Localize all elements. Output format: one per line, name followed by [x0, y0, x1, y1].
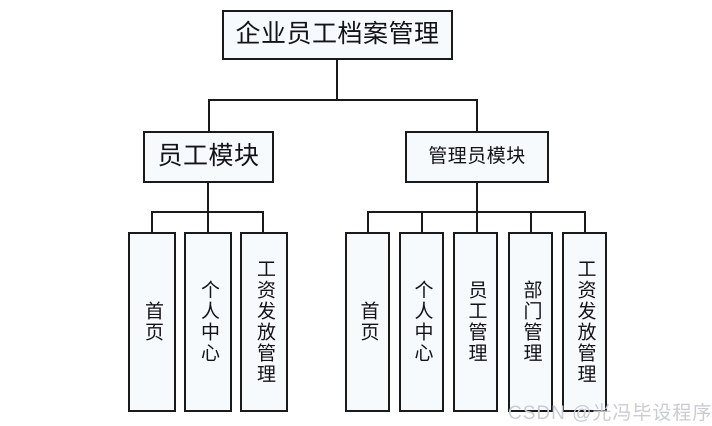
connector-drop-employee-2: [207, 211, 209, 232]
node-employee-home[interactable]: 首页: [128, 232, 176, 412]
connector-main-bus: [208, 99, 478, 101]
connector-root-trunk: [336, 60, 338, 101]
connector-drop-employee-1: [151, 211, 153, 232]
connector-admin-trunk: [476, 183, 478, 213]
node-employee-module-label: 员工模块: [157, 143, 260, 170]
node-admin-department-management-label: 部门管理: [520, 280, 542, 364]
connector-drop-employee-module: [208, 99, 210, 131]
node-admin-salary-management-label: 工资发放管理: [574, 259, 596, 385]
connector-drop-admin-5: [584, 211, 586, 232]
node-employee-personal-center[interactable]: 个人中心: [184, 232, 232, 412]
connector-drop-admin-4: [530, 211, 532, 232]
node-root-label: 企业员工档案管理: [235, 21, 440, 48]
connector-drop-employee-3: [262, 211, 264, 232]
node-admin-department-management[interactable]: 部门管理: [508, 232, 553, 412]
node-employee-salary-management-label: 工资发放管理: [253, 259, 275, 385]
connector-drop-admin-2: [421, 211, 423, 232]
node-admin-module[interactable]: 管理员模块: [405, 131, 549, 183]
node-admin-home[interactable]: 首页: [345, 232, 390, 412]
node-admin-employee-management[interactable]: 员工管理: [453, 232, 498, 412]
node-employee-personal-center-label: 个人中心: [197, 280, 219, 364]
node-admin-employee-management-label: 员工管理: [465, 280, 487, 364]
connector-drop-admin-module: [476, 99, 478, 131]
connector-drop-admin-1: [367, 211, 369, 232]
node-root[interactable]: 企业员工档案管理: [222, 10, 453, 60]
node-admin-salary-management[interactable]: 工资发放管理: [562, 232, 607, 412]
node-admin-personal-center-label: 个人中心: [411, 280, 433, 364]
node-admin-module-label: 管理员模块: [428, 146, 526, 168]
node-admin-personal-center[interactable]: 个人中心: [399, 232, 444, 412]
connector-drop-admin-3: [476, 211, 478, 232]
node-employee-module[interactable]: 员工模块: [143, 131, 274, 183]
node-employee-salary-management[interactable]: 工资发放管理: [240, 232, 288, 412]
node-employee-home-label: 首页: [141, 301, 163, 343]
node-admin-home-label: 首页: [357, 301, 379, 343]
connector-employee-trunk: [207, 183, 209, 213]
